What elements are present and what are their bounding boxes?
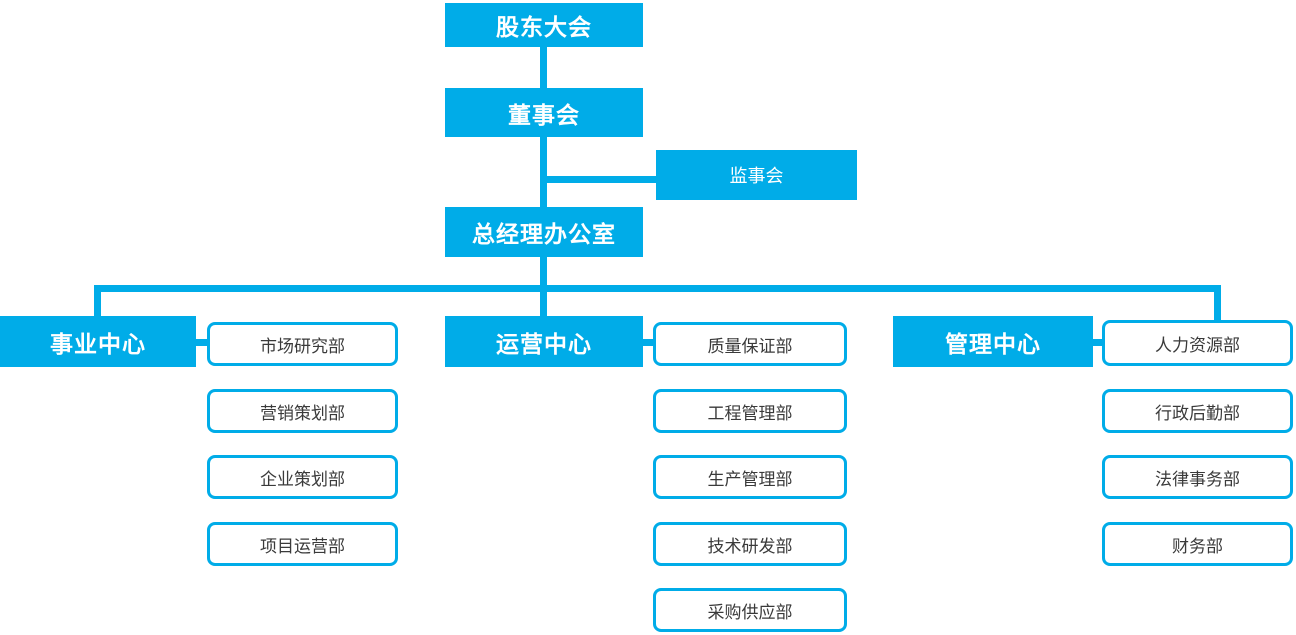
dept-human-resources: 人力资源部	[1102, 320, 1293, 366]
connector-supervisory-branch	[543, 176, 659, 183]
node-gm-office: 总经理办公室	[445, 207, 643, 257]
connector-drop-hr	[1214, 285, 1221, 324]
connector-shareholders-board	[540, 44, 547, 90]
connector-operations-depts	[641, 339, 655, 346]
connector-drop-business	[94, 285, 101, 318]
node-shareholders-meeting: 股东大会	[445, 3, 643, 47]
node-supervisory-board: 监事会	[656, 150, 857, 200]
connector-main-horizontal	[94, 285, 1221, 292]
dept-legal-affairs: 法律事务部	[1102, 455, 1293, 499]
dept-production-management: 生产管理部	[653, 455, 847, 499]
dept-corporate-planning: 企业策划部	[207, 455, 398, 499]
connector-business-depts	[194, 339, 209, 346]
dept-technology-rd: 技术研发部	[653, 522, 847, 566]
node-management-center: 管理中心	[893, 316, 1093, 367]
node-board-of-directors: 董事会	[445, 88, 643, 137]
dept-administration-logistics: 行政后勤部	[1102, 389, 1293, 433]
dept-procurement-supply: 采购供应部	[653, 588, 847, 632]
dept-project-operations: 项目运营部	[207, 522, 398, 566]
node-business-center: 事业中心	[0, 316, 196, 367]
dept-engineering-management: 工程管理部	[653, 389, 847, 433]
dept-market-research: 市场研究部	[207, 322, 398, 366]
dept-finance: 财务部	[1102, 522, 1293, 566]
node-operations-center: 运营中心	[445, 316, 643, 367]
dept-quality-assurance: 质量保证部	[653, 322, 847, 366]
connector-management-depts	[1091, 339, 1104, 346]
dept-marketing-planning: 营销策划部	[207, 389, 398, 433]
connector-board-gm-office	[540, 135, 547, 209]
